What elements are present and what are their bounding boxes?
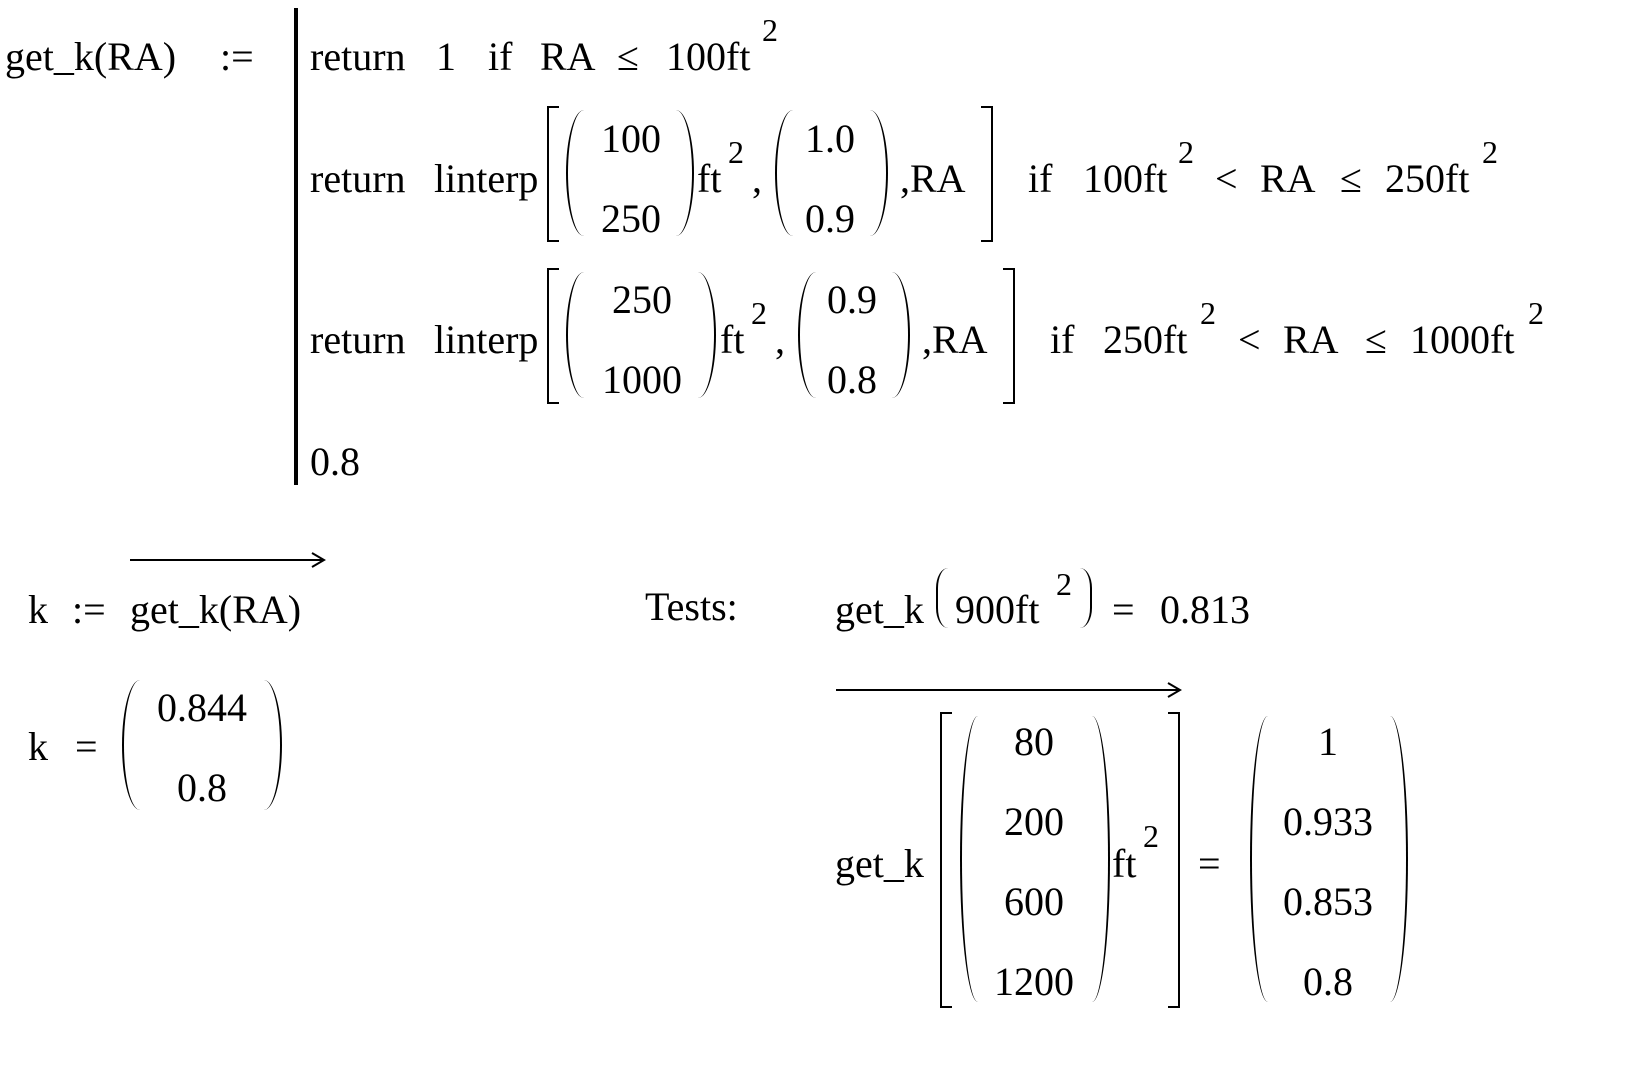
exponent: 2 [1528, 295, 1544, 331]
less-equal: ≤ [1365, 317, 1387, 362]
left-paren [1250, 716, 1268, 1002]
argument: ,RA [900, 156, 966, 201]
less-than: < [1238, 317, 1261, 362]
program-bar [294, 8, 298, 485]
left-paren [775, 110, 793, 236]
matrix-entry: 1000 [602, 357, 682, 402]
right-bracket [1003, 268, 1015, 404]
k-rhs: get_k(RA) [130, 587, 302, 632]
result-entry: 0.933 [1283, 799, 1373, 844]
upper-bound: 1000ft [1410, 317, 1515, 362]
lower-bound: 100ft [1083, 156, 1168, 201]
left-bracket [547, 268, 559, 404]
result-entry: 0.8 [177, 765, 227, 810]
result-entry: 0.853 [1283, 879, 1373, 924]
right-paren [1080, 568, 1092, 628]
right-paren [1092, 716, 1110, 1002]
return-keyword: return [310, 156, 406, 201]
if-keyword: if [1028, 156, 1053, 201]
right-paren [892, 272, 910, 398]
exponent: 2 [728, 134, 744, 170]
vectorize-arrow-icon [130, 552, 326, 568]
left-paren [122, 680, 140, 810]
matrix-entry: 1200 [994, 959, 1074, 1004]
variable: RA [1260, 156, 1316, 201]
left-paren [566, 272, 584, 398]
result-entry: 0.8 [1303, 959, 1353, 1004]
if-keyword: if [1050, 317, 1075, 362]
equals: = [1112, 587, 1135, 632]
fn-name: get_k [835, 841, 924, 886]
return-value: 1 [436, 34, 456, 79]
unit: ft [697, 156, 722, 201]
matrix-entry: 600 [1004, 879, 1064, 924]
less-than: < [1215, 156, 1238, 201]
tests-label: Tests: [645, 584, 738, 629]
return-keyword: return [310, 317, 406, 362]
exponent: 2 [751, 295, 767, 331]
result-entry: 0.844 [157, 685, 247, 730]
comma: , [775, 317, 785, 362]
result-entry: 1 [1318, 719, 1338, 764]
vectorize-arrow-icon [836, 682, 1182, 698]
function-lhs: get_k(RA) [5, 34, 177, 79]
left-paren [798, 272, 816, 398]
fn-name: get_k [835, 587, 924, 632]
cond-op: ≤ [617, 34, 639, 79]
right-paren [264, 680, 282, 810]
matrix-entry: 80 [1014, 719, 1054, 764]
right-paren [698, 272, 716, 398]
linterp-fn: linterp [434, 317, 539, 362]
right-bracket [981, 106, 993, 242]
argument: ,RA [922, 317, 988, 362]
unit: ft [720, 317, 745, 362]
matrix-entry: 0.9 [827, 277, 877, 322]
less-equal: ≤ [1340, 156, 1362, 201]
left-paren [936, 568, 948, 628]
exponent: 2 [1178, 134, 1194, 170]
cond-var: RA [540, 34, 596, 79]
exponent: 2 [1482, 134, 1498, 170]
matrix-entry: 200 [1004, 799, 1064, 844]
test-argument: 900ft [955, 587, 1040, 632]
exponent: 2 [1143, 818, 1159, 854]
k-variable: k [28, 724, 48, 769]
matrix-entry: 0.8 [827, 357, 877, 402]
matrix-entry: 100 [601, 116, 661, 161]
left-paren [566, 110, 584, 236]
right-paren [676, 110, 694, 236]
matrix-entry: 0.9 [805, 196, 855, 241]
right-bracket [1168, 712, 1180, 1008]
otherwise-value: 0.8 [310, 439, 360, 484]
if-keyword: if [488, 34, 513, 79]
equals: = [75, 724, 98, 769]
cond-val: 100ft [666, 34, 751, 79]
lower-bound: 250ft [1103, 317, 1188, 362]
equals: = [1198, 841, 1221, 886]
k-variable: k [28, 587, 48, 632]
matrix-entry: 250 [612, 277, 672, 322]
return-keyword: return [310, 34, 406, 79]
left-paren [960, 716, 978, 1002]
left-bracket [547, 106, 559, 242]
linterp-fn: linterp [434, 156, 539, 201]
comma: , [752, 156, 762, 201]
assign-operator: := [72, 587, 106, 632]
test-result: 0.813 [1160, 587, 1250, 632]
exponent: 2 [762, 12, 778, 48]
matrix-entry: 250 [601, 196, 661, 241]
left-bracket [940, 712, 952, 1008]
variable: RA [1283, 317, 1339, 362]
assign-operator: := [220, 34, 254, 79]
matrix-entry: 1.0 [805, 116, 855, 161]
unit: ft [1112, 841, 1137, 886]
exponent: 2 [1200, 295, 1216, 331]
upper-bound: 250ft [1385, 156, 1470, 201]
right-paren [1390, 716, 1408, 1002]
exponent: 2 [1056, 566, 1072, 602]
right-paren [870, 110, 888, 236]
